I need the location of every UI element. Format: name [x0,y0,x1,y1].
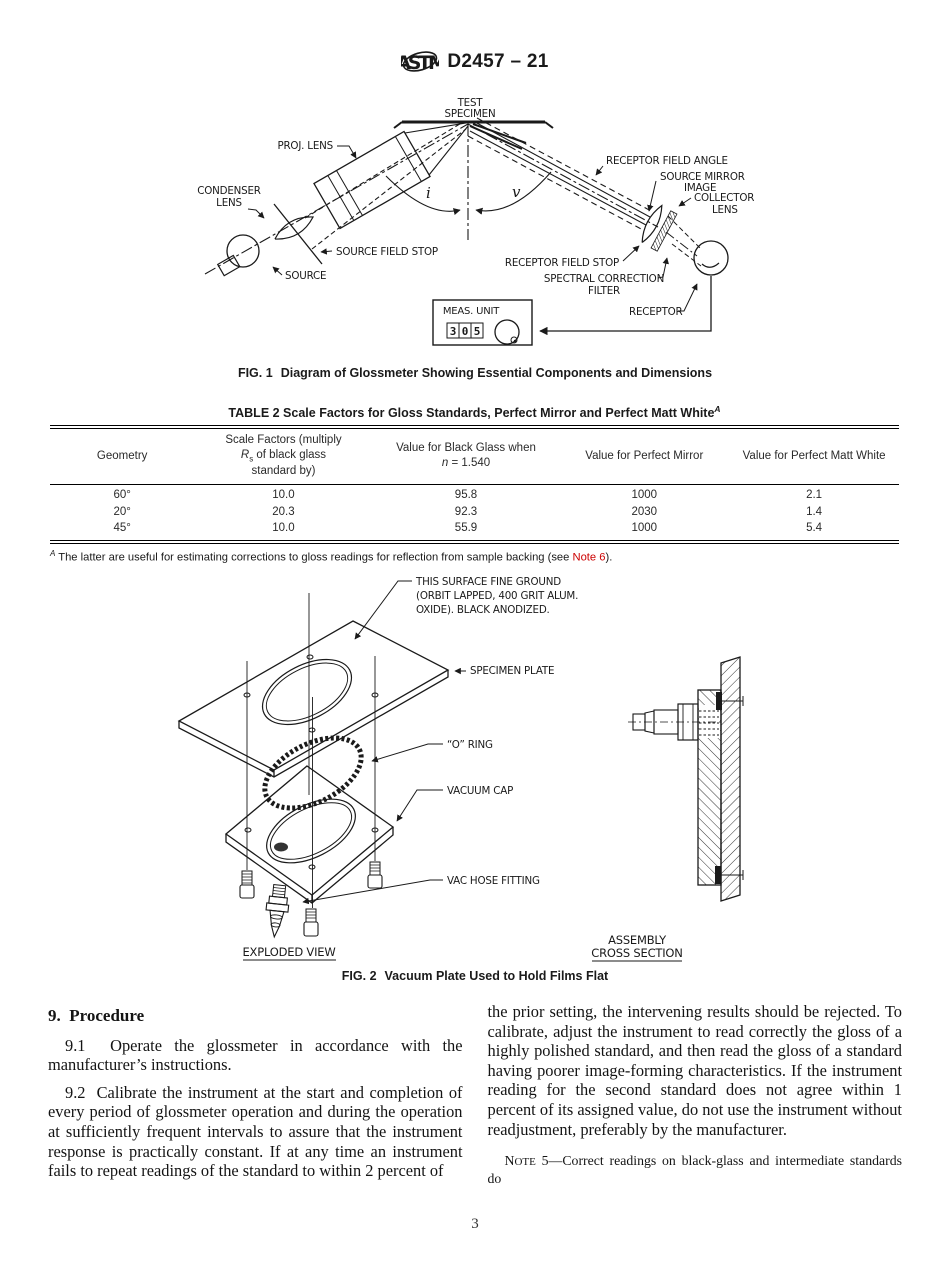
label-cross-section: CROSS SECTION [591,946,682,960]
label-spectral-correction-filter: SPECTRAL CORRECTION [544,273,664,285]
table2-footnote: A The latter are useful for estimating c… [50,549,899,564]
label-source-mirror-image: SOURCE MIRROR [660,171,745,183]
cell: 1000 [631,489,658,502]
label-receptor: RECEPTOR [629,306,683,318]
table-row: 60° 10.0 95.8 1000 2.1 [50,485,899,505]
label-test-specimen-2: SPECIMEN [445,108,496,120]
cell: 1000 [631,522,658,535]
cell: 2.1 [806,489,823,502]
meas-display-digit: 0 [462,325,469,338]
cell: 55.9 [454,522,478,535]
fig2-vacuum-plate-drawing: THIS SURFACE FINE GROUND (ORBIT LAPPED, … [177,576,744,962]
table2-title: TABLE 2 Scale Factors for Gloss Standard… [50,404,899,420]
fig1-caption-number: FIG. 1 [237,366,273,380]
label-source-mirror-image-2: IMAGE [684,182,716,194]
screw [239,870,255,899]
fig1-caption-text: Diagram of Glossmeter Showing Essential … [280,366,713,380]
label-exploded-view: EXPLODED VIEW [242,945,335,959]
angle-v: v [512,183,521,201]
astm-logo-icon: ASTM [401,51,439,74]
table-row: 20° 20.3 92.3 2030 1.4 [50,504,899,521]
col-black-glass: Value for Black Glass when n = 1.540 [372,427,560,486]
right-column: the prior setting, the intervening resul… [488,1002,903,1189]
footnote-text-end: ). [605,551,613,564]
label-meas-unit: MEAS. UNIT [443,306,500,317]
col-perfect-matt-white: Value for Perfect Matt White [729,427,899,486]
procedure-section: 9. Procedure 9.1 Operate the glossmeter … [48,1002,902,1189]
col-perfect-mirror: Value for Perfect Mirror [559,427,730,486]
label-vac-hose-fitting: VAC HOSE FITTING [447,875,540,887]
footnote-marker: A [50,548,56,558]
table2-block: TABLE 2 Scale Factors for Gloss Standard… [50,404,899,563]
page-number: 3 [471,1216,479,1232]
col-scale-factors: Scale Factors (multiply Rs of black glas… [194,427,373,486]
note6-link[interactable]: Note 6 [572,551,606,564]
cell: 1.4 [806,505,823,518]
cell: 20.3 [272,505,295,518]
cell: 45° [113,522,131,535]
label-condenser-lens-2: LENS [216,197,242,209]
meas-display-digit: 5 [474,325,481,338]
label-vacuum-cap: VACUUM CAP [447,785,513,797]
paragraph-9-2: 9.2 Calibrate the instrument at the star… [48,1082,463,1181]
label-collector-lens-2: LENS [712,204,738,216]
label-spectral-correction-filter-2: FILTER [588,285,620,297]
table2-title-footnote-ref: A [714,404,721,414]
note-5: NOTE 5—Correct readings on black-glass a… [487,1153,903,1186]
label-test-specimen: TEST [457,97,484,109]
standard-designation: D2457 – 21 [447,51,549,72]
fig1-caption: FIG. 1 Diagram of Glossmeter Showing Esse… [0,366,950,380]
paragraph-9-2-continued: the prior setting, the intervening resul… [487,1002,903,1139]
svg-text:ASTM: ASTM [401,52,439,74]
cell: 10.0 [272,489,295,502]
fig2-caption: FIG. 2 Vacuum Plate Used to Hold Films Fl… [0,969,950,983]
label-surface-note-3: OXIDE). BLACK ANODIZED. [416,604,550,616]
fig1-glossmeter-diagram: TEST SPECIMEN i v RECEPTOR FIELD ANGL [197,97,754,346]
cell: 60° [113,489,131,502]
cell: 20° [113,505,131,518]
angle-i: i [426,184,431,202]
label-source-field-stop: SOURCE FIELD STOP [336,246,438,258]
fig2-caption-text: Vacuum Plate Used to Hold Films Flat [384,969,609,983]
cell: 10.0 [272,522,295,535]
cell: 95.8 [454,489,478,502]
label-surface-note: THIS SURFACE FINE GROUND [415,576,561,588]
cell: 5.4 [806,522,823,535]
label-receptor-field-stop: RECEPTOR FIELD STOP [505,257,619,269]
meas-display-digit: 3 [450,325,457,338]
label-receptor-field-angle: RECEPTOR FIELD ANGLE [606,155,728,167]
label-assembly: ASSEMBLY [608,933,667,947]
label-collector-lens: COLLECTOR [694,192,754,204]
left-column: 9. Procedure 9.1 Operate the glossmeter … [48,1002,463,1189]
footnote-text: The latter are useful for estimating cor… [55,551,573,564]
label-surface-note-2: (ORBIT LAPPED, 400 GRIT ALUM. [416,590,578,602]
label-specimen-plate: SPECIMEN PLATE [470,665,554,677]
section-heading: 9. Procedure [48,1006,145,1025]
label-o-ring: “O” RING [447,739,493,751]
page-header: ASTM D2457 – 21 [0,46,950,78]
table-row: 45° 10.0 55.9 1000 5.4 [50,521,899,542]
fig2-caption-number: FIG. 2 [341,969,377,983]
label-proj-lens: PROJ. LENS [277,140,333,152]
screw [303,908,319,937]
cell: 92.3 [454,505,478,518]
paragraph-9-1: 9.1 Operate the glossmeter in accordance… [48,1035,463,1075]
cell: 2030 [631,505,658,518]
table2-title-text: TABLE 2 Scale Factors for Gloss Standard… [228,406,715,421]
vac-hose-fitting [265,883,290,939]
label-condenser-lens: CONDENSER [197,185,261,197]
screw [367,861,383,889]
label-source: SOURCE [285,270,326,282]
col-geometry: Geometry [50,427,195,486]
table2: Geometry Scale Factors (multiply Rs of b… [50,425,899,544]
